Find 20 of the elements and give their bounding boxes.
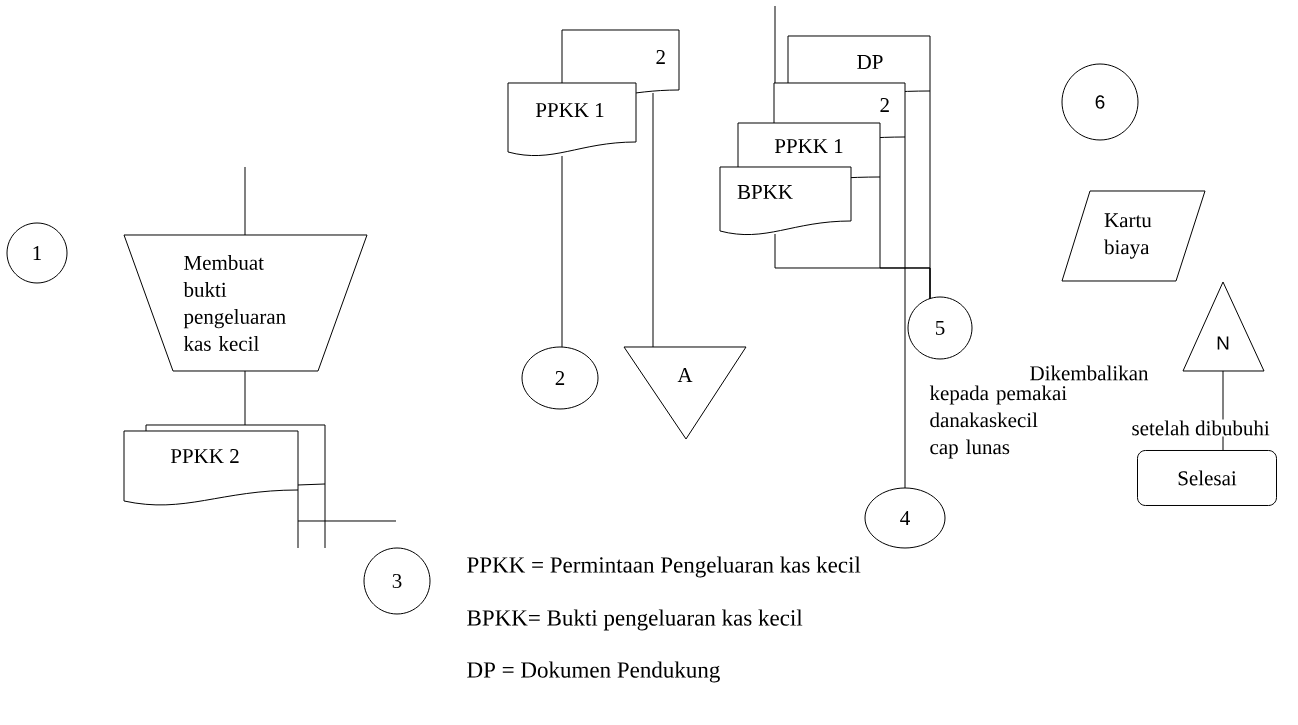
note-text: kepada pemakai danakaskecil cap lunas: [929, 385, 1067, 459]
connector-line: [774, 5, 776, 84]
connector-line: [652, 92, 654, 348]
manual-operation-trapezoid: Membuat bukti pengeluaran kas kecil: [123, 234, 368, 372]
connector-line: [324, 483, 326, 549]
input-parallelogram: Kartu biaya: [1061, 190, 1206, 282]
abbreviation-note: BPKK= Bukti pengeluaran kas kecil: [467, 609, 803, 631]
file-triangle: N: [1182, 281, 1265, 372]
terminator-box: Selesai: [1137, 450, 1277, 506]
connector-line: [561, 155, 563, 348]
connector-line: [297, 489, 397, 549]
offpage-connector-triangle: A: [623, 346, 747, 440]
connector-line: [244, 166, 246, 236]
abbreviation-note: PPKK = Permintaan Pengeluaran kas kecil: [467, 556, 861, 578]
note-text: Dikembalikan: [1030, 365, 1149, 381]
connector-line: [244, 370, 246, 426]
connector-line: [929, 90, 931, 300]
connector-line: [904, 136, 906, 489]
note-text: setelah dibubuhi: [1130, 419, 1271, 437]
abbreviation-note: DP = Dokumen Pendukung: [467, 661, 720, 683]
